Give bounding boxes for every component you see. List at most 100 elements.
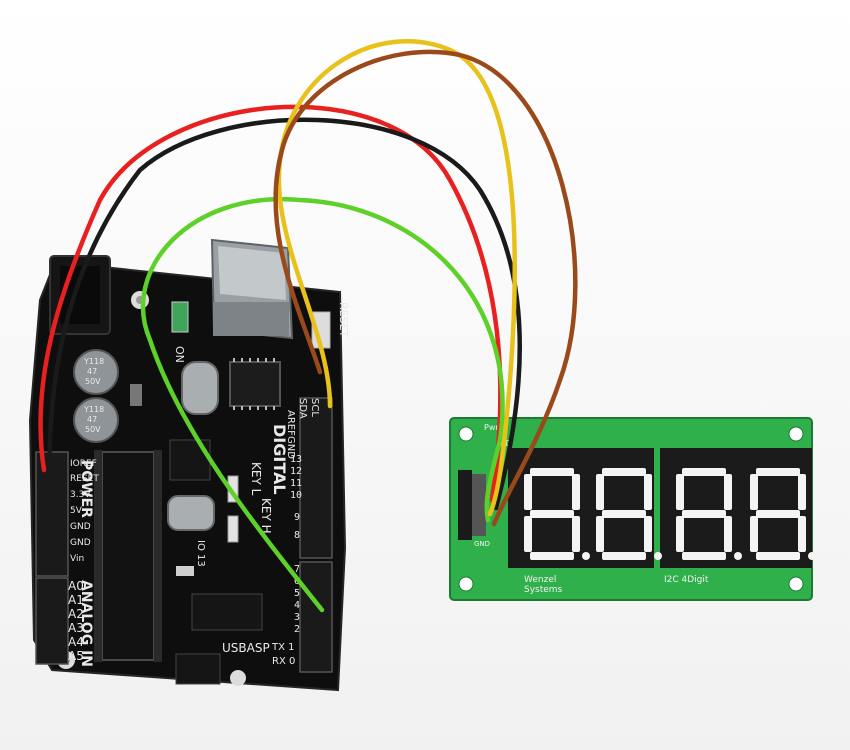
key-l-label: KEY L: [249, 462, 263, 496]
decimal-point: [808, 552, 816, 560]
pin-label: A1: [68, 593, 84, 607]
pin-label: 5: [294, 588, 300, 599]
icsp-header: [169, 439, 263, 685]
svg-text:50V: 50V: [85, 377, 101, 386]
model-label: I2C 4Digit: [664, 575, 709, 585]
pin-label: 3.3V: [70, 490, 91, 500]
usb-connector: [210, 238, 294, 340]
mount-hole: [458, 576, 474, 592]
on-label: ON: [173, 346, 186, 363]
display-digit: [596, 468, 662, 560]
power-header: [35, 451, 69, 665]
tx-label: TX 1: [271, 642, 295, 653]
green-wire: [140, 196, 505, 613]
mount-hole: [458, 426, 474, 442]
digit-segment: [798, 474, 806, 510]
digit-segment: [572, 516, 580, 552]
jumper-wires: [38, 39, 578, 613]
display-module: Pwr LED GND Wenzel Systems I2C 4Digit: [449, 417, 816, 601]
module-pin-header: [458, 470, 486, 540]
pin-label: 11: [290, 478, 302, 489]
reset-label: RESET: [337, 302, 350, 338]
pin-label: 5V: [70, 506, 83, 516]
digit-segment: [524, 516, 532, 552]
svg-text:47: 47: [87, 367, 97, 376]
digit-segment: [530, 510, 574, 518]
yellow-wire: [276, 39, 517, 517]
arduino-board: Y118 47 50V Y118 47 50V RESET: [28, 238, 350, 692]
usbasp-label: USBASP: [222, 641, 270, 655]
digit-segment: [724, 516, 732, 552]
rx-label: RX 0: [272, 656, 295, 667]
gnd-label: GND: [285, 436, 296, 459]
digital-label: DIGITAL: [270, 424, 289, 495]
io13-label: IO 13: [195, 540, 206, 567]
pin-label: 3: [294, 612, 300, 623]
digit-segment: [602, 552, 646, 560]
pin-label: A4: [68, 635, 84, 649]
digit-segment: [530, 468, 574, 476]
digit-segment: [682, 468, 726, 476]
digit-segment: [676, 516, 684, 552]
scl-label: SCL: [309, 398, 320, 417]
digit-segment: [798, 516, 806, 552]
brown-wire: [273, 49, 578, 527]
sda-label: SDA: [297, 398, 308, 419]
usb-chip: [229, 361, 281, 407]
pin-label: RESET: [70, 474, 99, 484]
capacitor: Y118 47 50V: [73, 397, 119, 443]
digit-segment: [644, 474, 652, 510]
mount-hole: [788, 426, 804, 442]
led-indicator: [176, 566, 194, 576]
digit-segment: [756, 510, 800, 518]
pin-label: A5: [68, 649, 84, 663]
pin-label: 13: [290, 454, 302, 465]
digit-segment: [602, 510, 646, 518]
digit-segment: [756, 552, 800, 560]
pin-label: A0: [68, 579, 84, 593]
crystal-oscillator: [181, 361, 219, 415]
svg-text:47: 47: [87, 415, 97, 424]
maker-label: Systems: [524, 585, 563, 595]
digit-segment: [724, 474, 732, 510]
digit-segment: [750, 516, 758, 552]
pin-label: 4: [294, 600, 300, 611]
pwr-label: Pwr: [484, 423, 499, 432]
capacitor: Y118 47 50V: [73, 349, 119, 395]
display-digit: [524, 468, 590, 560]
decimal-point: [582, 552, 590, 560]
pin-label: 2: [294, 624, 300, 635]
gnd-label: GND: [474, 540, 490, 548]
digit-segment: [682, 552, 726, 560]
mount-hole: [230, 670, 246, 686]
smd-component: [130, 384, 142, 406]
digit-segment: [596, 516, 604, 552]
digit-segment: [596, 474, 604, 510]
key-h-label: KEY H: [259, 498, 273, 534]
digit-segment: [602, 468, 646, 476]
digit-segment: [682, 510, 726, 518]
digit-segment: [530, 552, 574, 560]
pin-label: IOREF: [70, 459, 97, 469]
maker-label: Wenzel: [524, 575, 556, 585]
digit-segment: [524, 474, 532, 510]
digital-header: [299, 397, 333, 673]
dc-power-jack: [49, 255, 111, 335]
pin-label: GND: [70, 538, 91, 548]
digit-segment: [644, 516, 652, 552]
digit-segment: [572, 474, 580, 510]
power-pin-labels: IOREF RESET 3.3V 5V GND GND Vin: [70, 459, 99, 564]
black-wire: [47, 117, 522, 533]
pin-label: 7: [294, 564, 300, 575]
pin-label: 12: [290, 466, 302, 477]
aref-label: AREF: [285, 410, 296, 436]
decimal-point: [734, 552, 742, 560]
display-digit: [750, 468, 816, 560]
analog-in-label: ANALOG IN: [78, 580, 94, 667]
digit-segment: [750, 474, 758, 510]
smd-component: [171, 301, 189, 333]
svg-text:Y118: Y118: [83, 357, 104, 366]
pin-label: 10: [290, 490, 302, 501]
svg-text:Y118: Y118: [83, 405, 104, 414]
